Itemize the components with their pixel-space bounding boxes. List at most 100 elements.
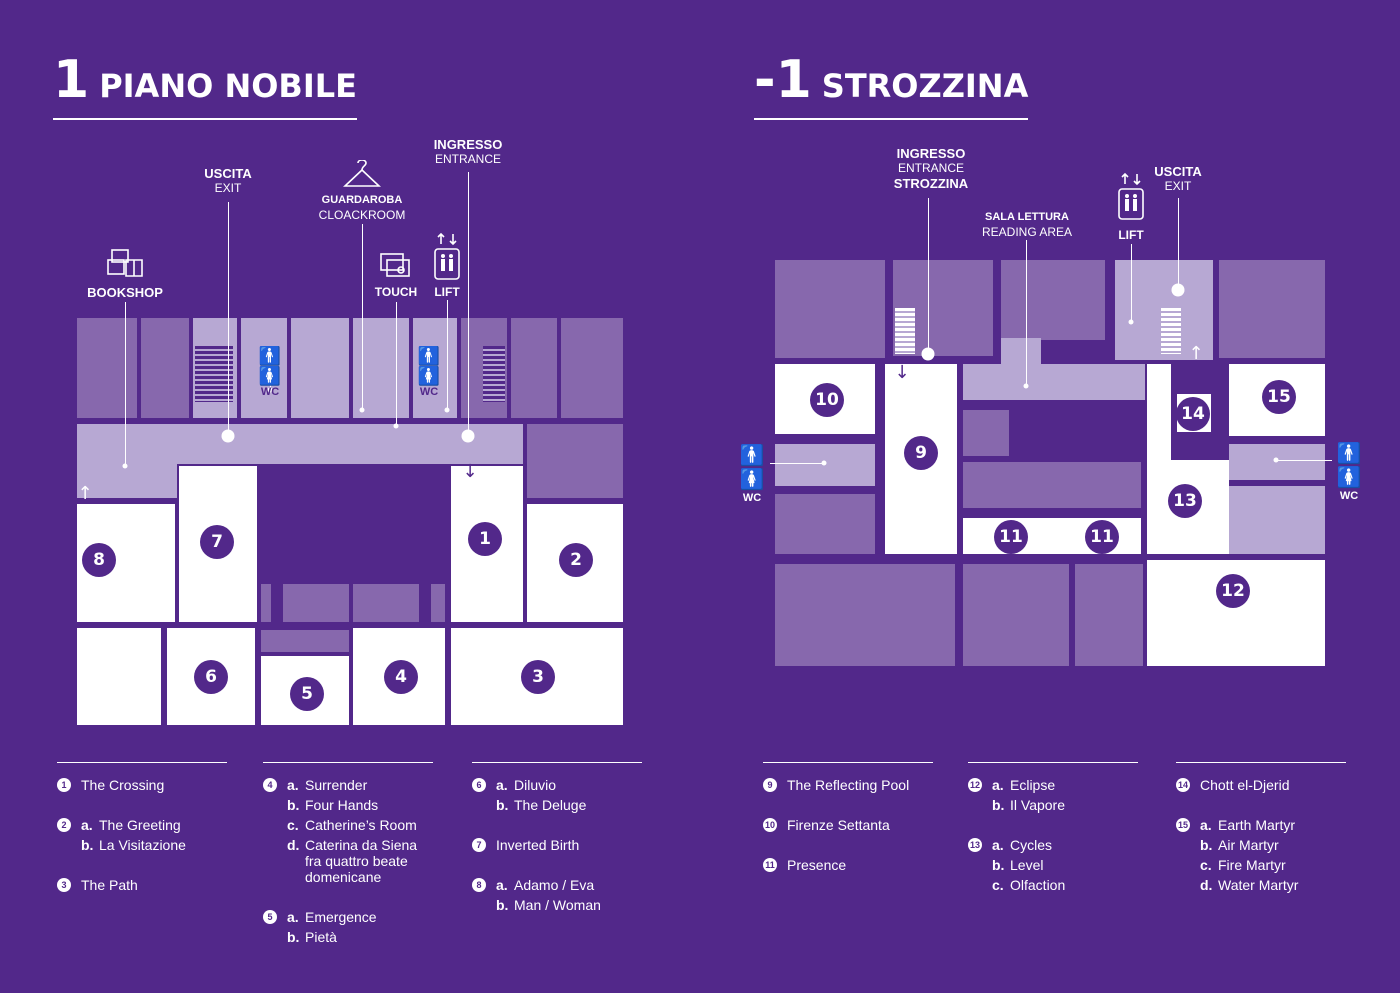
hanger-icon [342, 159, 382, 195]
room-1-badge: 1 [468, 522, 502, 556]
legend-item: 8 a. Adamo / Eva b. Man / Woman [472, 877, 642, 913]
books-icon [106, 246, 144, 285]
legend-letter: a. [287, 777, 299, 793]
legend-title: Four Hands [305, 797, 379, 813]
lift-icon [433, 232, 461, 287]
legend-title: Chott el-Djerid [1200, 777, 1290, 793]
room-15-badge: 15 [1262, 380, 1296, 414]
legend-artwork: d.Water Martyr [1200, 877, 1346, 893]
legend-letter: a. [81, 817, 93, 833]
legend-artwork: b. Air Martyr [1200, 837, 1346, 853]
legend-title: Il Vapore [1010, 797, 1065, 813]
legend-artwork: a. The Greeting [81, 817, 227, 833]
legend-number-badge: 3 [57, 878, 71, 892]
legend-title: Eclipse [1010, 777, 1056, 793]
legend-artwork: b.The Deluge [496, 797, 642, 813]
bookshop-label: BOOKSHOP [87, 285, 163, 300]
legend-number-badge: 12 [968, 778, 982, 792]
legend-letter: b. [992, 857, 1005, 873]
legend-title: Catherine’s Room [305, 817, 417, 833]
legend-letter: b. [496, 897, 509, 913]
legend-title: The Reflecting Pool [787, 777, 910, 793]
room-6-badge: 6 [194, 660, 228, 694]
legend-title: Presence [787, 857, 847, 873]
room-11b-badge: 11 [1085, 520, 1119, 554]
room-4-badge: 4 [384, 660, 418, 694]
legend-artwork: b.La Visitazione [81, 837, 227, 853]
up-arrow-icon: ↑ [1188, 343, 1204, 364]
legend-number-badge: 13 [968, 838, 982, 852]
legend-number-badge: 1 [57, 778, 71, 792]
legend-artwork: Inverted Birth [496, 837, 642, 853]
room-9-badge: 9 [904, 436, 938, 470]
legend-letter: a. [496, 877, 508, 893]
legend-title: Air Martyr [1218, 837, 1279, 853]
wc-icon: 🚹🚺 WC [739, 445, 765, 504]
legend-letter: c. [1200, 857, 1212, 873]
legend-title: Inverted Birth [496, 837, 580, 853]
legend-title: The Path [81, 877, 138, 893]
legend-title: Adamo / Eva [514, 877, 595, 893]
room-2-badge: 2 [559, 543, 593, 577]
legend-artwork: a.Surrender [287, 777, 433, 793]
legend-title: Olfaction [1010, 877, 1066, 893]
legend-artwork: Presence [787, 857, 933, 873]
legend-item: 3 The Path [57, 877, 227, 893]
legend-letter: b. [287, 797, 300, 813]
legend-artwork: c. Catherine’s Room [287, 817, 433, 833]
legend-title: Man / Woman [514, 897, 601, 913]
legend-letter: a. [1200, 817, 1212, 833]
touch-screen-icon [379, 252, 413, 287]
touch-label: TOUCH [374, 285, 418, 299]
wc-label: WC [260, 386, 280, 398]
room-8-badge: 8 [82, 543, 116, 577]
legend-letter: c. [287, 817, 299, 833]
legend-letter: a. [496, 777, 508, 793]
room-11a-badge: 11 [994, 520, 1028, 554]
legend-artwork: a. Diluvio [496, 777, 642, 793]
legend-number-badge: 5 [263, 910, 277, 924]
legend-title: Pietà [305, 929, 337, 945]
legend-letter: b. [1200, 837, 1213, 853]
lift-label: LIFT [434, 285, 460, 299]
up-arrow-icon: ↑ [77, 483, 93, 504]
lift-label: LIFT [1118, 228, 1144, 242]
down-arrow-icon: ↓ [894, 362, 910, 383]
legend-number-badge: 7 [472, 838, 486, 852]
legend-number-badge: 15 [1176, 818, 1190, 832]
legend-letter: d. [1200, 877, 1213, 893]
legend-title: Diluvio [514, 777, 557, 793]
down-arrow-icon: ↓ [462, 461, 478, 482]
legend-artwork: b. Man / Woman [496, 897, 642, 913]
legend-item: 11 Presence [763, 857, 933, 873]
room-10-badge: 10 [810, 383, 844, 417]
room-13-badge: 13 [1168, 484, 1202, 518]
legend-letter: d. [287, 837, 300, 853]
legend-artwork: d. Caterina da Siena fra quattro beate do… [287, 837, 433, 885]
legend-number-badge: 11 [763, 858, 777, 872]
legend-number-badge: 2 [57, 818, 71, 832]
legend-title: The Greeting [99, 817, 181, 833]
legend-title: La Visitazione [99, 837, 186, 853]
legend-number-badge: 9 [763, 778, 777, 792]
legend-artwork: c.Olfaction [992, 877, 1138, 893]
legend-title: Fire Martyr [1218, 857, 1286, 873]
legend-artwork: Chott el-Djerid [1200, 777, 1346, 793]
legend-title: Caterina da Siena fra quattro beate dome… [305, 837, 418, 885]
legend-number-badge: 8 [472, 878, 486, 892]
legend-item: 2 a. The Greeting b.La Visitazione [57, 817, 227, 853]
floor-name: STROZZINA [821, 67, 1029, 105]
